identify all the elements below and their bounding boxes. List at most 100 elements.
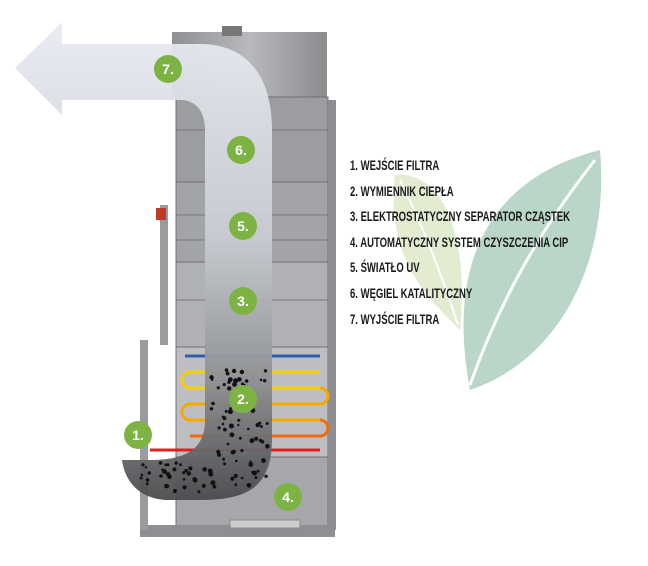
particle — [165, 472, 171, 477]
particle — [179, 463, 182, 467]
particle — [172, 488, 177, 494]
particle — [223, 462, 227, 466]
particle — [239, 369, 245, 375]
particle — [237, 423, 240, 427]
particle — [209, 375, 214, 380]
particle — [222, 457, 226, 461]
particle — [246, 483, 252, 488]
particle — [254, 476, 258, 480]
particle — [188, 466, 193, 471]
leaf-light-icon — [393, 174, 462, 330]
particle — [251, 470, 254, 474]
legend: 1. WEJŚCIE FILTRA 2. WYMIENNIK CIEPŁA 3.… — [350, 154, 648, 333]
particle — [164, 463, 168, 467]
particle — [221, 422, 225, 426]
particle — [237, 418, 241, 422]
legend-item: 1. WEJŚCIE FILTRA — [350, 157, 440, 173]
particle — [172, 467, 177, 472]
particles — [139, 368, 270, 494]
particle — [234, 483, 238, 487]
particle — [182, 485, 187, 490]
particle — [141, 463, 145, 467]
particle — [240, 449, 244, 453]
particle — [230, 450, 235, 455]
legend-item: 6. WĘGIEL KATALITYCZNY — [350, 284, 473, 301]
particle — [255, 423, 260, 428]
particle — [202, 467, 207, 472]
leaf-teal-icon — [463, 150, 602, 390]
particle — [260, 440, 265, 444]
legend-item: 4. AUTOMATYCZNY SYSTEM CZYSZCZENIA CIP — [350, 233, 569, 250]
particle — [226, 442, 230, 446]
particle — [221, 415, 225, 418]
particle — [212, 484, 217, 489]
particle — [144, 466, 148, 469]
particle — [227, 409, 233, 415]
particle — [184, 468, 188, 473]
particle — [139, 476, 143, 480]
particle — [240, 476, 244, 480]
particle — [192, 477, 198, 483]
badge-6: 6. — [227, 136, 255, 164]
particle — [166, 463, 170, 467]
particle — [222, 383, 226, 387]
particle — [228, 423, 234, 429]
particle — [247, 427, 250, 431]
particle — [263, 379, 267, 383]
particle — [235, 459, 238, 463]
particle — [233, 473, 238, 478]
particle — [164, 483, 169, 489]
particle — [258, 421, 262, 425]
particle — [227, 386, 232, 391]
particle — [145, 482, 149, 486]
particle — [261, 458, 266, 463]
particle — [159, 474, 163, 478]
particle — [256, 469, 260, 473]
particle — [263, 369, 268, 373]
particle — [147, 471, 151, 475]
particle — [264, 474, 268, 478]
particle — [248, 462, 254, 467]
particle — [237, 377, 242, 382]
particle — [244, 379, 249, 383]
particle — [216, 386, 220, 390]
particle — [224, 409, 228, 413]
particle — [231, 368, 237, 374]
particle — [224, 368, 229, 372]
particle — [210, 480, 216, 486]
particle — [229, 432, 235, 438]
particle — [216, 449, 221, 454]
particle — [207, 468, 213, 474]
particle — [145, 478, 150, 482]
legend-item: 2. WYMIENNIK CIEPŁA — [350, 182, 454, 199]
particle — [265, 422, 269, 425]
particle — [201, 483, 206, 488]
airflow-arrow — [15, 22, 272, 500]
particle — [174, 461, 178, 465]
particle — [158, 461, 163, 465]
badge-3: 3. — [229, 287, 257, 315]
legend-item: 5. ŚWIATŁO UV — [350, 259, 420, 276]
particle — [182, 478, 186, 481]
particle — [249, 460, 252, 464]
badge-5: 5. — [229, 212, 257, 240]
particle — [230, 476, 235, 481]
particle — [217, 426, 221, 430]
particle — [140, 473, 144, 477]
particle — [197, 490, 201, 494]
legend-item: 3. ELEKTROSTATYCZNY SEPARATOR CZĄSTEK — [350, 208, 571, 225]
particle — [186, 471, 191, 476]
particle — [259, 378, 263, 382]
particle — [249, 438, 255, 444]
particle — [265, 443, 270, 449]
particle — [233, 378, 239, 384]
badge-4: 4. — [274, 483, 302, 511]
legend-item: 7. WYJŚCIE FILTRA — [350, 310, 440, 327]
particle — [209, 407, 214, 411]
badge-2: 2. — [229, 385, 257, 413]
particle — [254, 436, 259, 441]
particle — [182, 471, 186, 475]
particle — [227, 380, 231, 384]
particle — [223, 427, 227, 432]
badge-7: 7. — [154, 55, 182, 83]
